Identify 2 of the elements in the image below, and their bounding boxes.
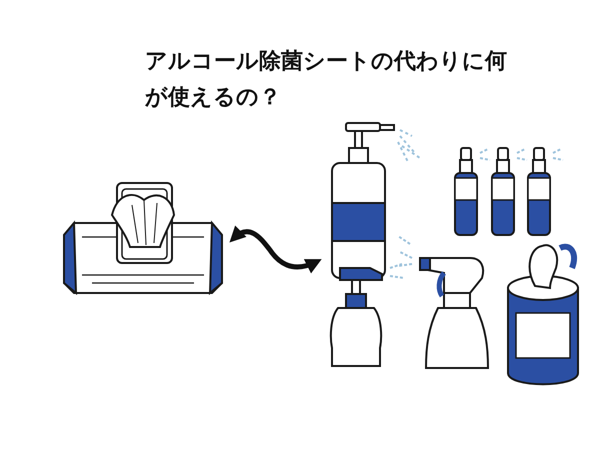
double-arrow bbox=[229, 226, 322, 274]
title: アルコール除菌シートの代わりに何が使えるの？ bbox=[145, 48, 507, 112]
